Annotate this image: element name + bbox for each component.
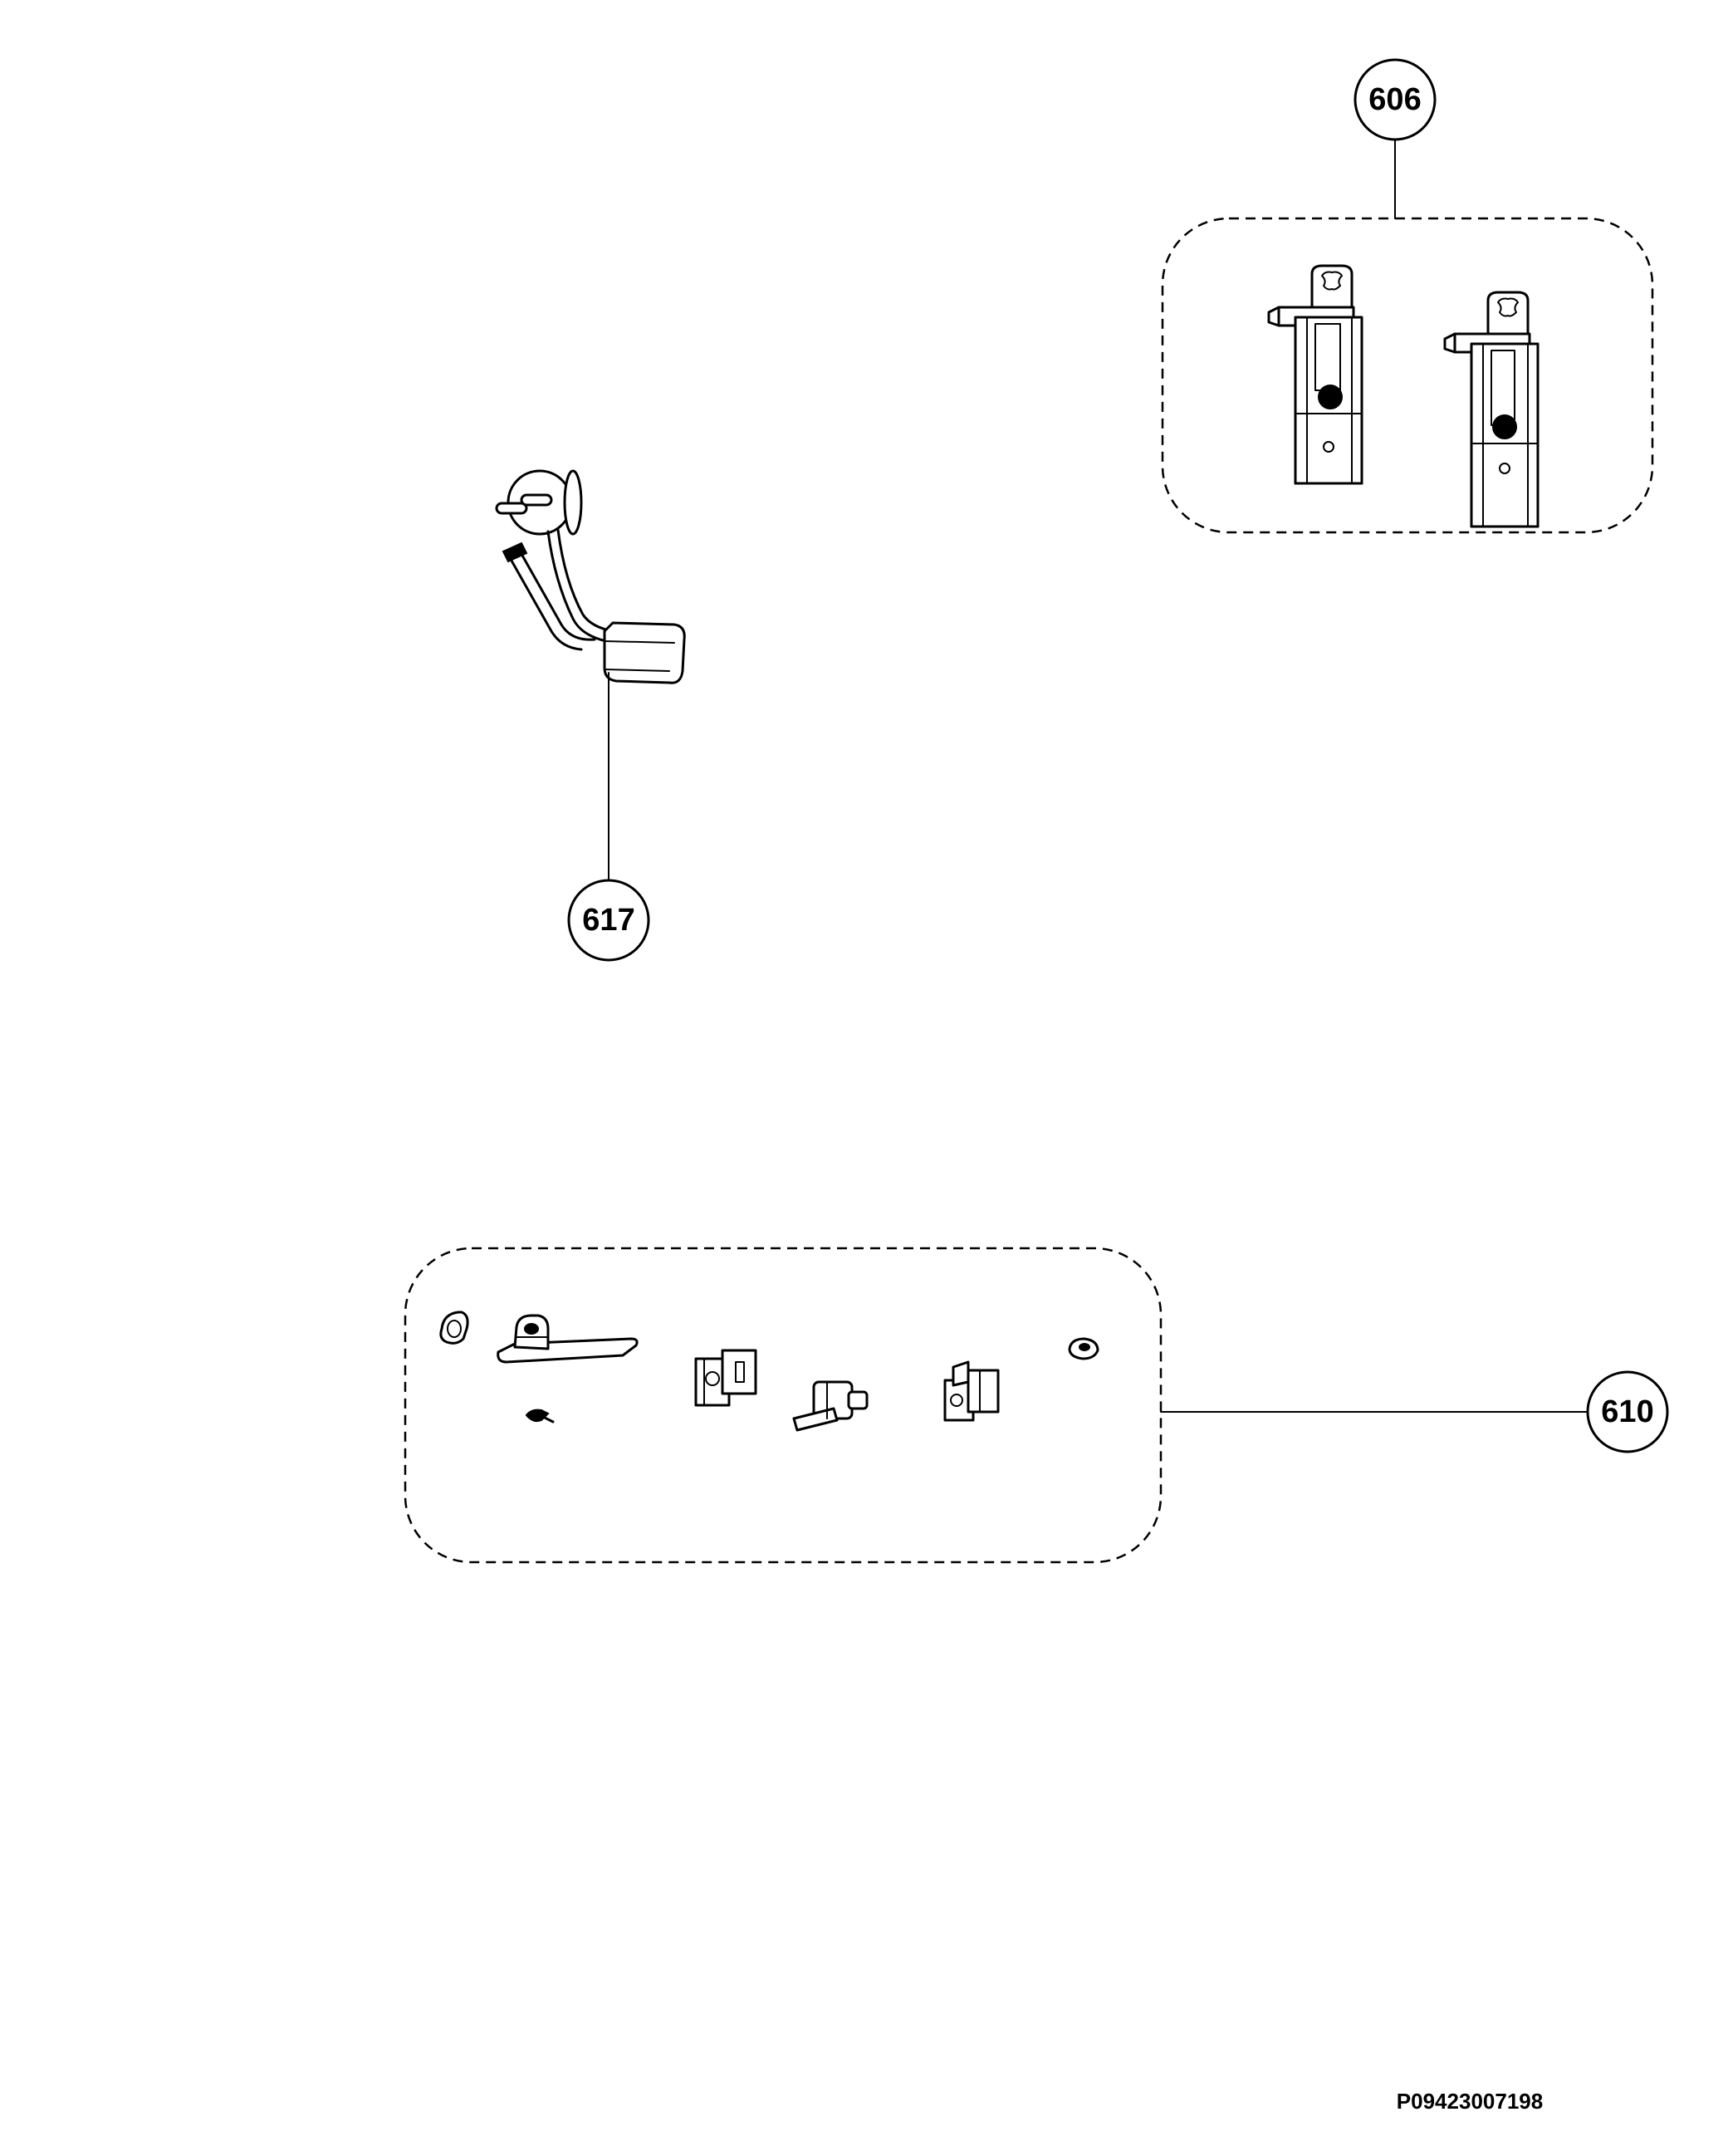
callout-606[interactable]: 606 xyxy=(1354,58,1437,141)
callout-617-label: 617 xyxy=(582,903,634,938)
callout-606-label: 606 xyxy=(1368,82,1421,117)
callout-617[interactable]: 617 xyxy=(567,879,650,962)
ring-clip xyxy=(439,1311,469,1345)
hinge-bracket xyxy=(497,1314,639,1364)
clip-bracket-icon xyxy=(1267,264,1363,485)
latch-part-1 xyxy=(694,1349,757,1407)
hardware-kit-icon xyxy=(439,1311,1099,1432)
latch-part-3 xyxy=(943,1360,1000,1422)
callout-610-label: 610 xyxy=(1601,1394,1653,1429)
group-606: 606 xyxy=(1161,58,1654,534)
clip-bracket-icon xyxy=(1443,291,1540,528)
part-617: 617 xyxy=(495,469,686,962)
nut xyxy=(1068,1337,1099,1360)
screw xyxy=(525,1409,555,1423)
group-606-boundary xyxy=(1161,217,1654,534)
callout-610[interactable]: 610 xyxy=(1586,1370,1669,1453)
document-code: P09423007198 xyxy=(1396,2089,1544,2114)
group-610: 610 xyxy=(404,1247,1669,1564)
group-610-boundary xyxy=(404,1247,1163,1564)
latch-part-2 xyxy=(792,1380,869,1432)
sensor-cable-icon xyxy=(495,469,686,684)
